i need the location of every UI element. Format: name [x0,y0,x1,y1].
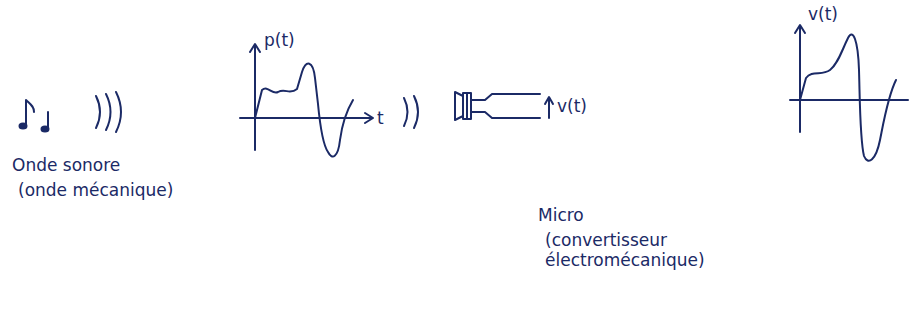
axis-label: v(t) [808,4,838,24]
voltage-axes [790,25,908,132]
caption-label: (onde mécanique) [18,180,173,200]
signal-name: v(t) [557,96,587,116]
caption-label: Onde sonore [12,155,120,175]
music-notes [20,100,49,132]
axis-label: p(t) [264,30,295,50]
caption-label: Micro [538,205,584,225]
pressure-waveform [255,64,353,157]
caption-label: (convertisseur électromécanique) [545,230,695,271]
axis-label: t [377,108,384,128]
voltage-waveform [800,35,896,161]
microphone-symbol [455,92,553,120]
